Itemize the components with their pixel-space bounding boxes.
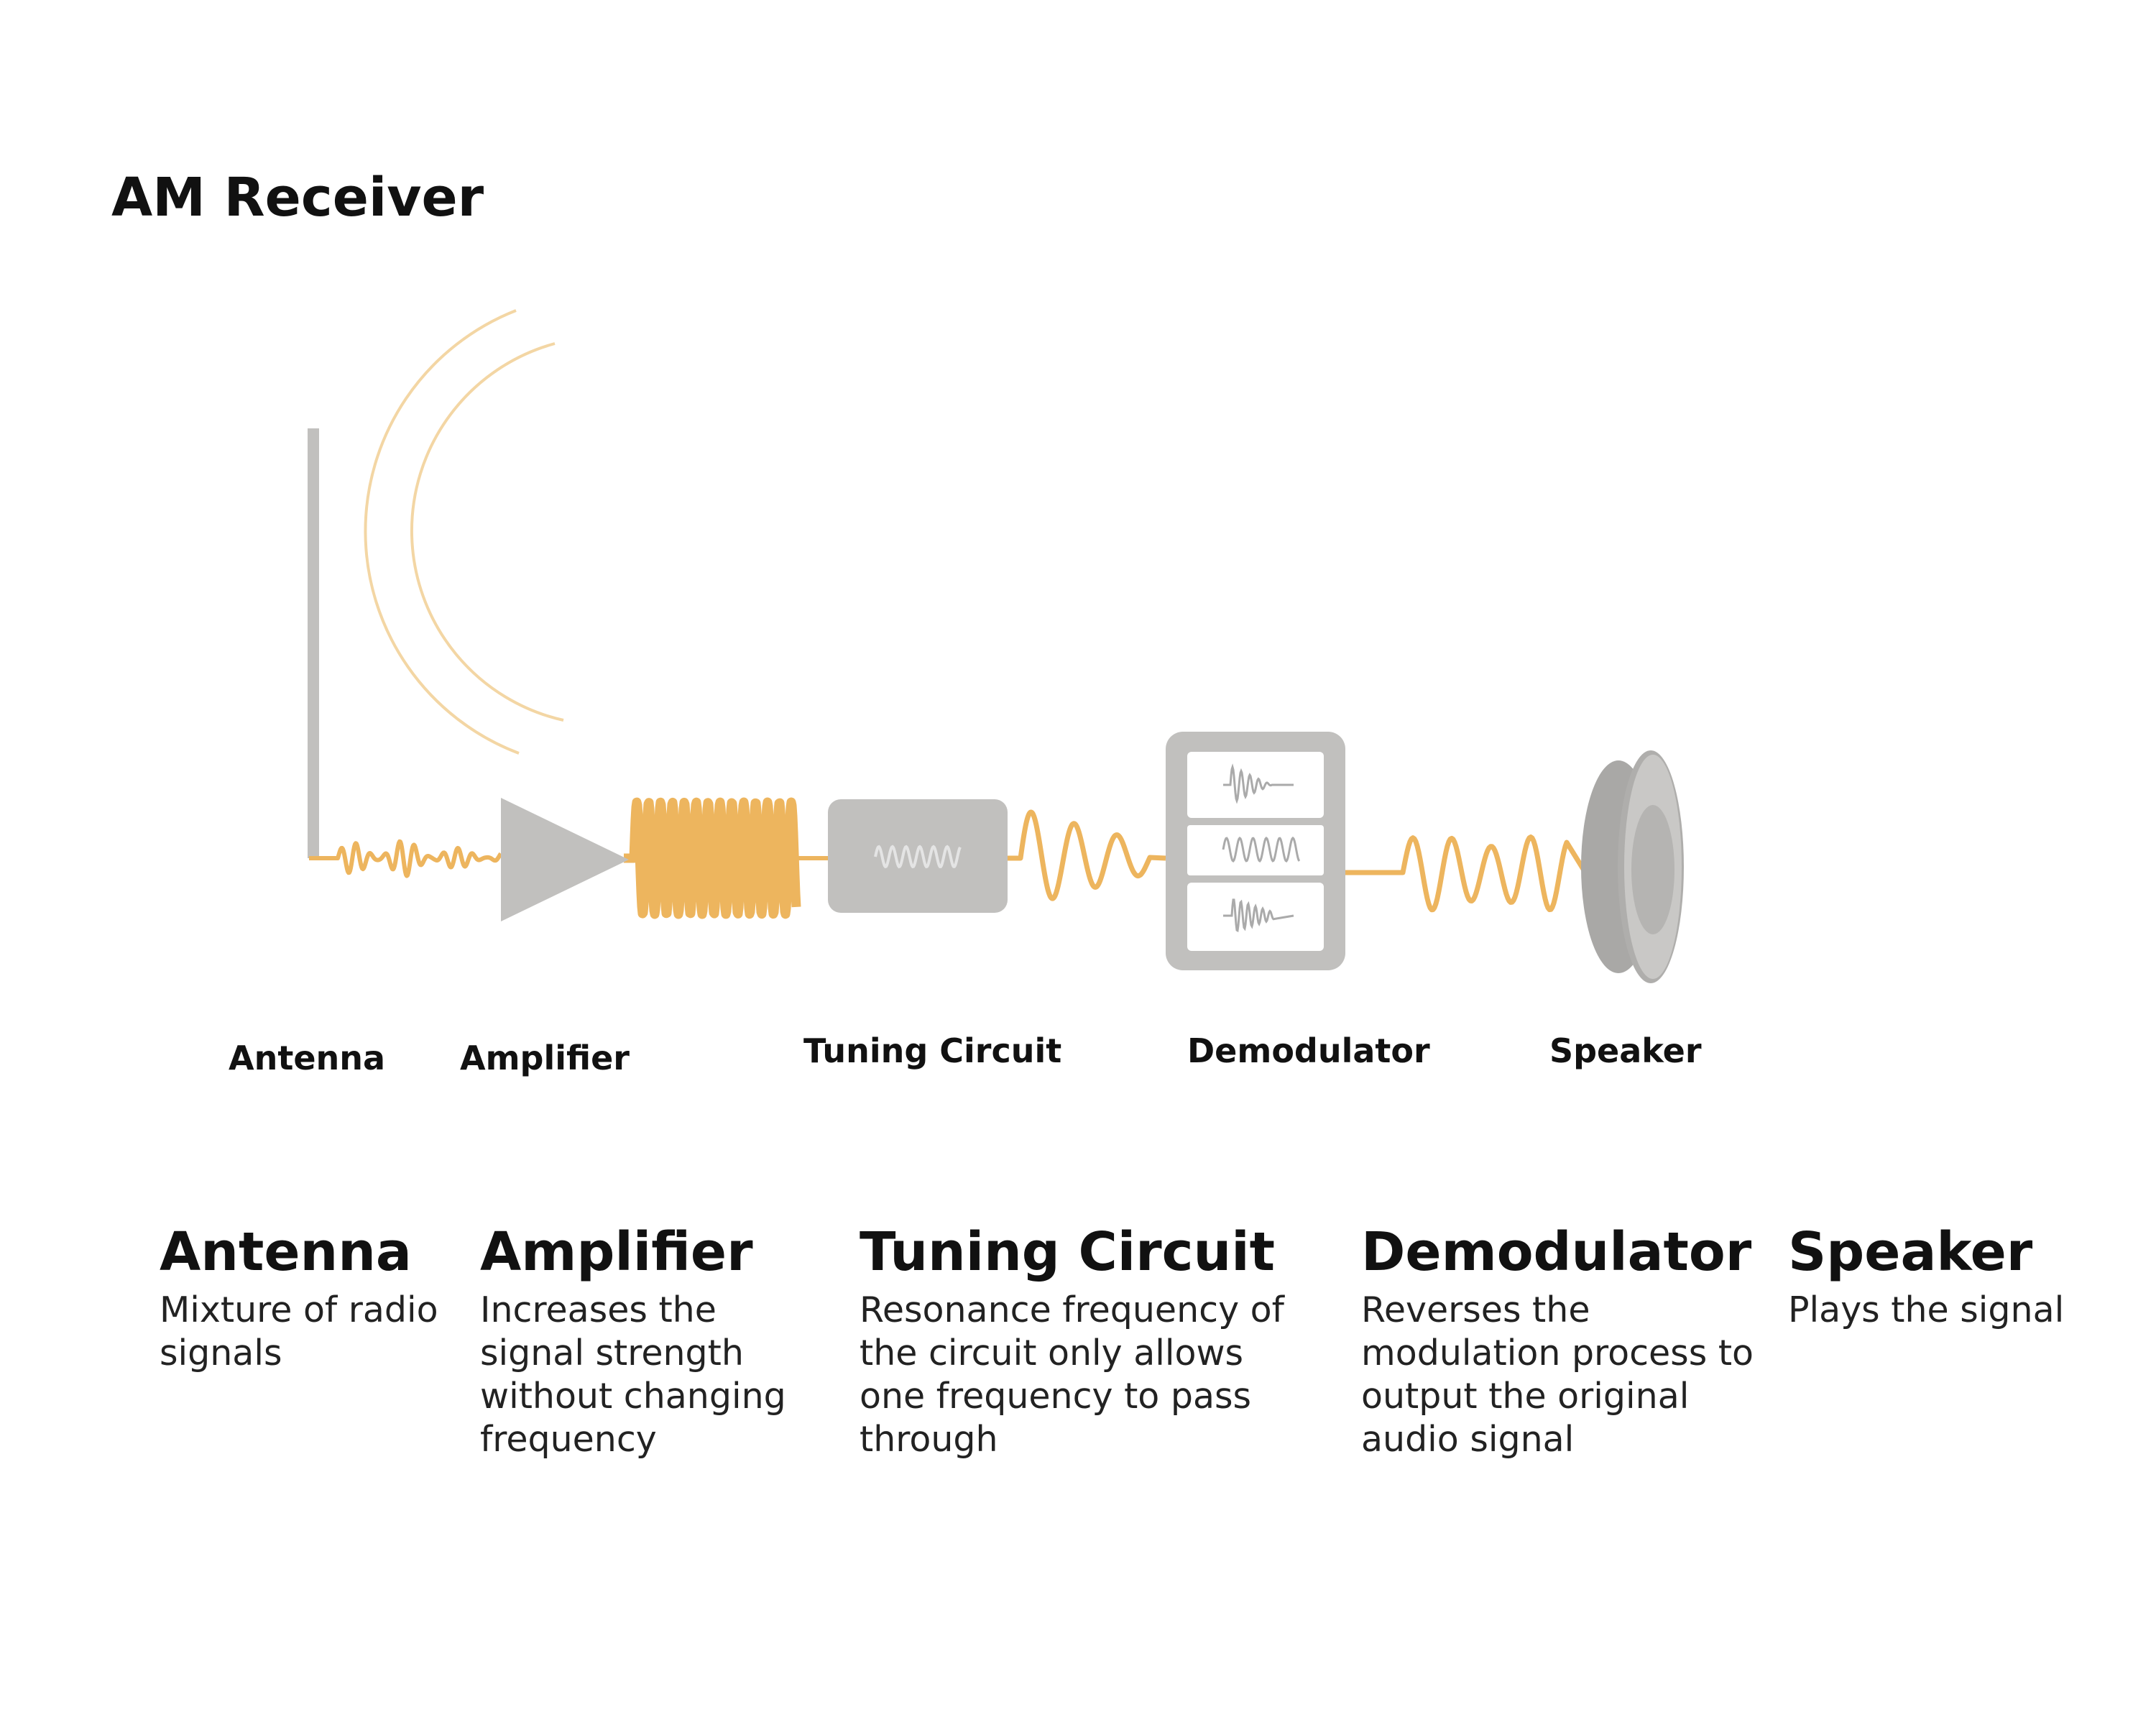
description-text: Reverses the modulation process to outpu… [1361, 1289, 1754, 1460]
amplified-signal-wave [624, 797, 801, 919]
description-tuning-circuit: Tuning Circuit Resonance frequency of th… [860, 1221, 1319, 1461]
description-text: Increases the signal strength without ch… [480, 1289, 786, 1460]
audio-signal-wave [1345, 834, 1588, 913]
amplifier-triangle [501, 798, 629, 921]
description-antenna: Antenna Mixture of radio signals [160, 1221, 461, 1375]
label-demodulator: Demodulator [1187, 1031, 1430, 1070]
label-speaker: Speaker [1549, 1031, 1702, 1070]
radio-wave-outer [364, 309, 520, 755]
description-demodulator: Demodulator Reverses the modulation proc… [1361, 1221, 1771, 1461]
tuning-wave-icon [874, 845, 962, 869]
antenna-mast [308, 428, 319, 858]
demodulator-wave-icon [1223, 763, 1294, 804]
diagram-title: AM Receiver [111, 167, 484, 229]
label-antenna: Antenna [229, 1039, 385, 1077]
description-text: Plays the signal [1788, 1289, 2065, 1331]
description-text: Resonance frequency of the circuit only … [860, 1289, 1284, 1460]
radio-wave-inner [410, 342, 564, 722]
demodulator-wave-icon [1222, 836, 1301, 863]
description-heading: Amplifier [480, 1221, 753, 1283]
description-heading: Tuning Circuit [860, 1221, 1275, 1283]
demodulator-panel-bottom [1187, 883, 1324, 951]
description-amplifier: Amplifier Increases the signal strength … [480, 1221, 825, 1461]
mixed-signal-wave [309, 839, 503, 878]
description-heading: Antenna [160, 1221, 412, 1283]
demodulator-wave-icon [1223, 898, 1294, 932]
description-text: Mixture of radio signals [160, 1289, 438, 1374]
speaker-cone [1631, 805, 1674, 934]
description-heading: Demodulator [1361, 1221, 1752, 1283]
description-heading: Speaker [1788, 1221, 2033, 1283]
label-tuning-circuit: Tuning Circuit [803, 1031, 1061, 1070]
tuned-signal-wave [1008, 809, 1166, 901]
description-speaker: Speaker Plays the signal [1788, 1221, 2133, 1332]
label-amplifier: Amplifier [460, 1039, 630, 1077]
